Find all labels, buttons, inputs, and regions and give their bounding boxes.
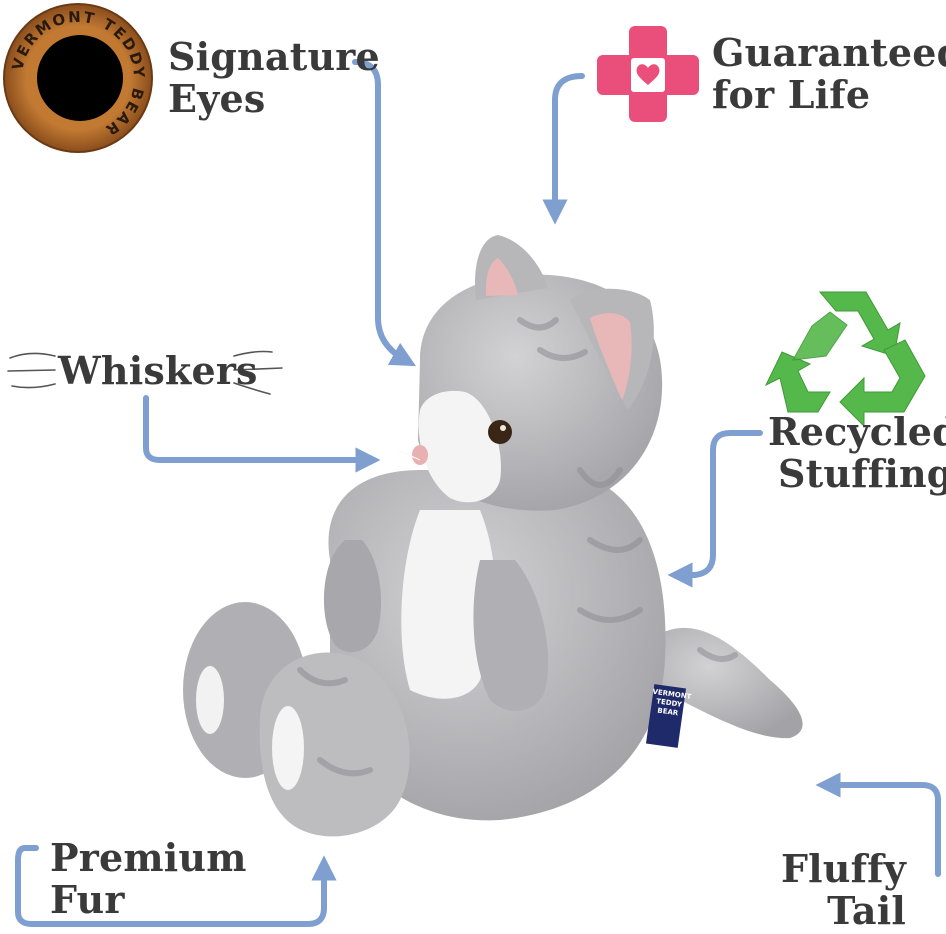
whisker-lines [7, 350, 283, 395]
label-premium-fur-line-1: Premium [50, 835, 247, 880]
arrow-whiskers [143, 395, 381, 473]
product-tag [645, 684, 687, 748]
arrow-recycled [667, 430, 763, 588]
arrow-premium-fur [15, 845, 337, 927]
label-recycled-line-2: Stuffing [778, 451, 946, 496]
label-recycled-line-1: Recycled [768, 409, 946, 454]
product-tag-text: VERMONT TEDDY BEAR [649, 688, 692, 720]
label-premium-fur-line-2: Fur [50, 877, 125, 922]
label-signature-eyes-line-2: Eyes [168, 76, 266, 121]
label-whiskers-text: Whiskers [58, 348, 258, 393]
badge-center [37, 35, 123, 121]
label-whiskers: Whiskers [58, 350, 258, 392]
label-premium-fur: Premium Fur [50, 837, 247, 921]
arrow-guaranteed [542, 73, 585, 225]
recycle-icon [764, 291, 926, 428]
arrow-fluffy-tail [815, 772, 941, 877]
label-signature-eyes-line-1: Signature [168, 34, 380, 79]
label-fluffy-tail: Fluffy Tail [776, 848, 906, 932]
label-guaranteed-line-1: Guaranteed [712, 30, 946, 75]
brand-badge: VERMONT TEDDY BEAR [3, 3, 153, 153]
label-recycled: Recycled Stuffing [768, 411, 946, 495]
label-guaranteed-line-2: for Life [712, 72, 871, 117]
label-guaranteed: Guaranteed for Life [712, 32, 946, 116]
label-fluffy-tail-line-1: Fluffy [780, 846, 906, 891]
label-signature-eyes: Signature Eyes [168, 36, 380, 120]
arrow-signature-eyes [352, 59, 417, 367]
plush-cat-photo [183, 235, 803, 837]
label-fluffy-tail-line-2: Tail [827, 888, 906, 933]
medical-cross-heart-icon [597, 26, 699, 122]
